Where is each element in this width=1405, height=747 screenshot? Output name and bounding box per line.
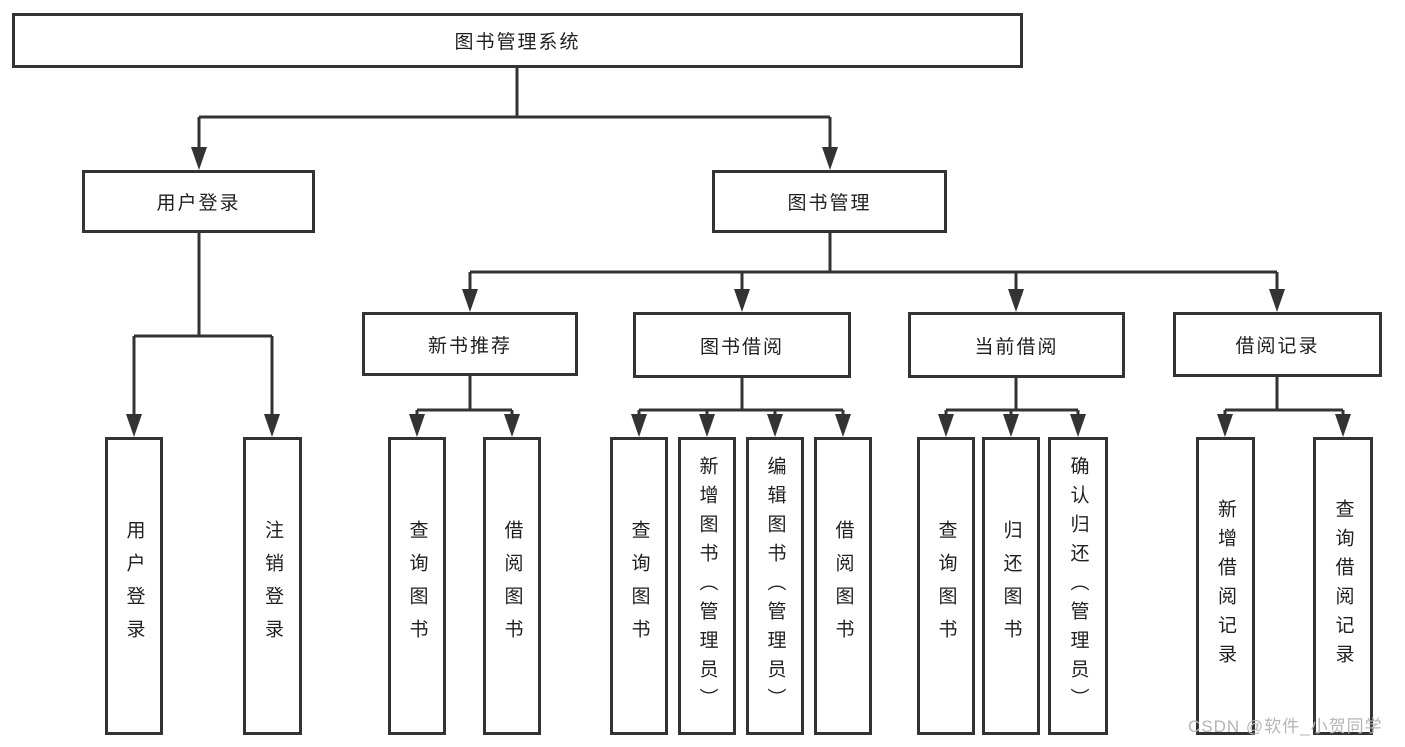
node-label: 新书推荐 xyxy=(427,335,512,357)
node-label: 编辑图书（管理员） xyxy=(764,455,786,717)
node-label: 当前借阅 xyxy=(974,336,1059,358)
node-label: 借阅图书 xyxy=(832,520,854,652)
leaf-query-books-current: 查询图书 xyxy=(917,437,975,735)
node-label: 新增图书（管理员） xyxy=(696,455,718,717)
node-book-management: 图书管理 xyxy=(712,170,947,233)
node-book-borrowing: 图书借阅 xyxy=(633,312,851,378)
node-label: 借阅记录 xyxy=(1235,336,1320,357)
node-new-book-recommend: 新书推荐 xyxy=(362,312,578,376)
leaf-return-books: 归还图书 xyxy=(982,437,1040,735)
node-label: 图书借阅 xyxy=(699,336,784,358)
node-label: 查询图书 xyxy=(935,520,957,652)
leaf-add-books-admin: 新增图书（管理员） xyxy=(678,437,736,735)
node-label: 注销登录 xyxy=(262,520,283,652)
csdn-watermark: CSDN @软件_小贺同学 xyxy=(1188,717,1383,736)
leaf-borrow-books-recommend: 借阅图书 xyxy=(483,437,541,735)
node-label: 图书管理 xyxy=(787,193,872,214)
leaf-add-borrow-record: 新增借阅记录 xyxy=(1196,437,1255,735)
node-label: 用户登录 xyxy=(123,520,145,652)
node-label: 查询图书 xyxy=(628,520,650,652)
leaf-query-books-recommend: 查询图书 xyxy=(388,437,446,735)
leaf-edit-books-admin: 编辑图书（管理员） xyxy=(746,437,804,735)
leaf-query-books-borrowing: 查询图书 xyxy=(610,437,668,735)
node-label: 图书管理系统 xyxy=(454,32,581,53)
node-library-management-system: 图书管理系统 xyxy=(12,13,1023,68)
leaf-logout: 注销登录 xyxy=(243,437,302,735)
leaf-query-borrow-record: 查询借阅记录 xyxy=(1313,437,1373,735)
node-label: 查询借阅记录 xyxy=(1332,499,1354,673)
node-label: 新增借阅记录 xyxy=(1215,499,1236,673)
node-label: 查询图书 xyxy=(406,520,428,652)
node-label: 借阅图书 xyxy=(501,520,523,652)
node-label: 用户登录 xyxy=(156,193,241,214)
node-label: 归还图书 xyxy=(1000,520,1022,652)
leaf-confirm-return-admin: 确认归还（管理员） xyxy=(1048,437,1108,735)
leaf-borrow-books: 借阅图书 xyxy=(814,437,872,735)
leaf-user-login: 用户登录 xyxy=(105,437,163,735)
node-current-borrowing: 当前借阅 xyxy=(908,312,1125,378)
node-label: 确认归还（管理员） xyxy=(1067,455,1089,717)
node-borrowing-records: 借阅记录 xyxy=(1173,312,1382,377)
node-user-login: 用户登录 xyxy=(82,170,315,233)
